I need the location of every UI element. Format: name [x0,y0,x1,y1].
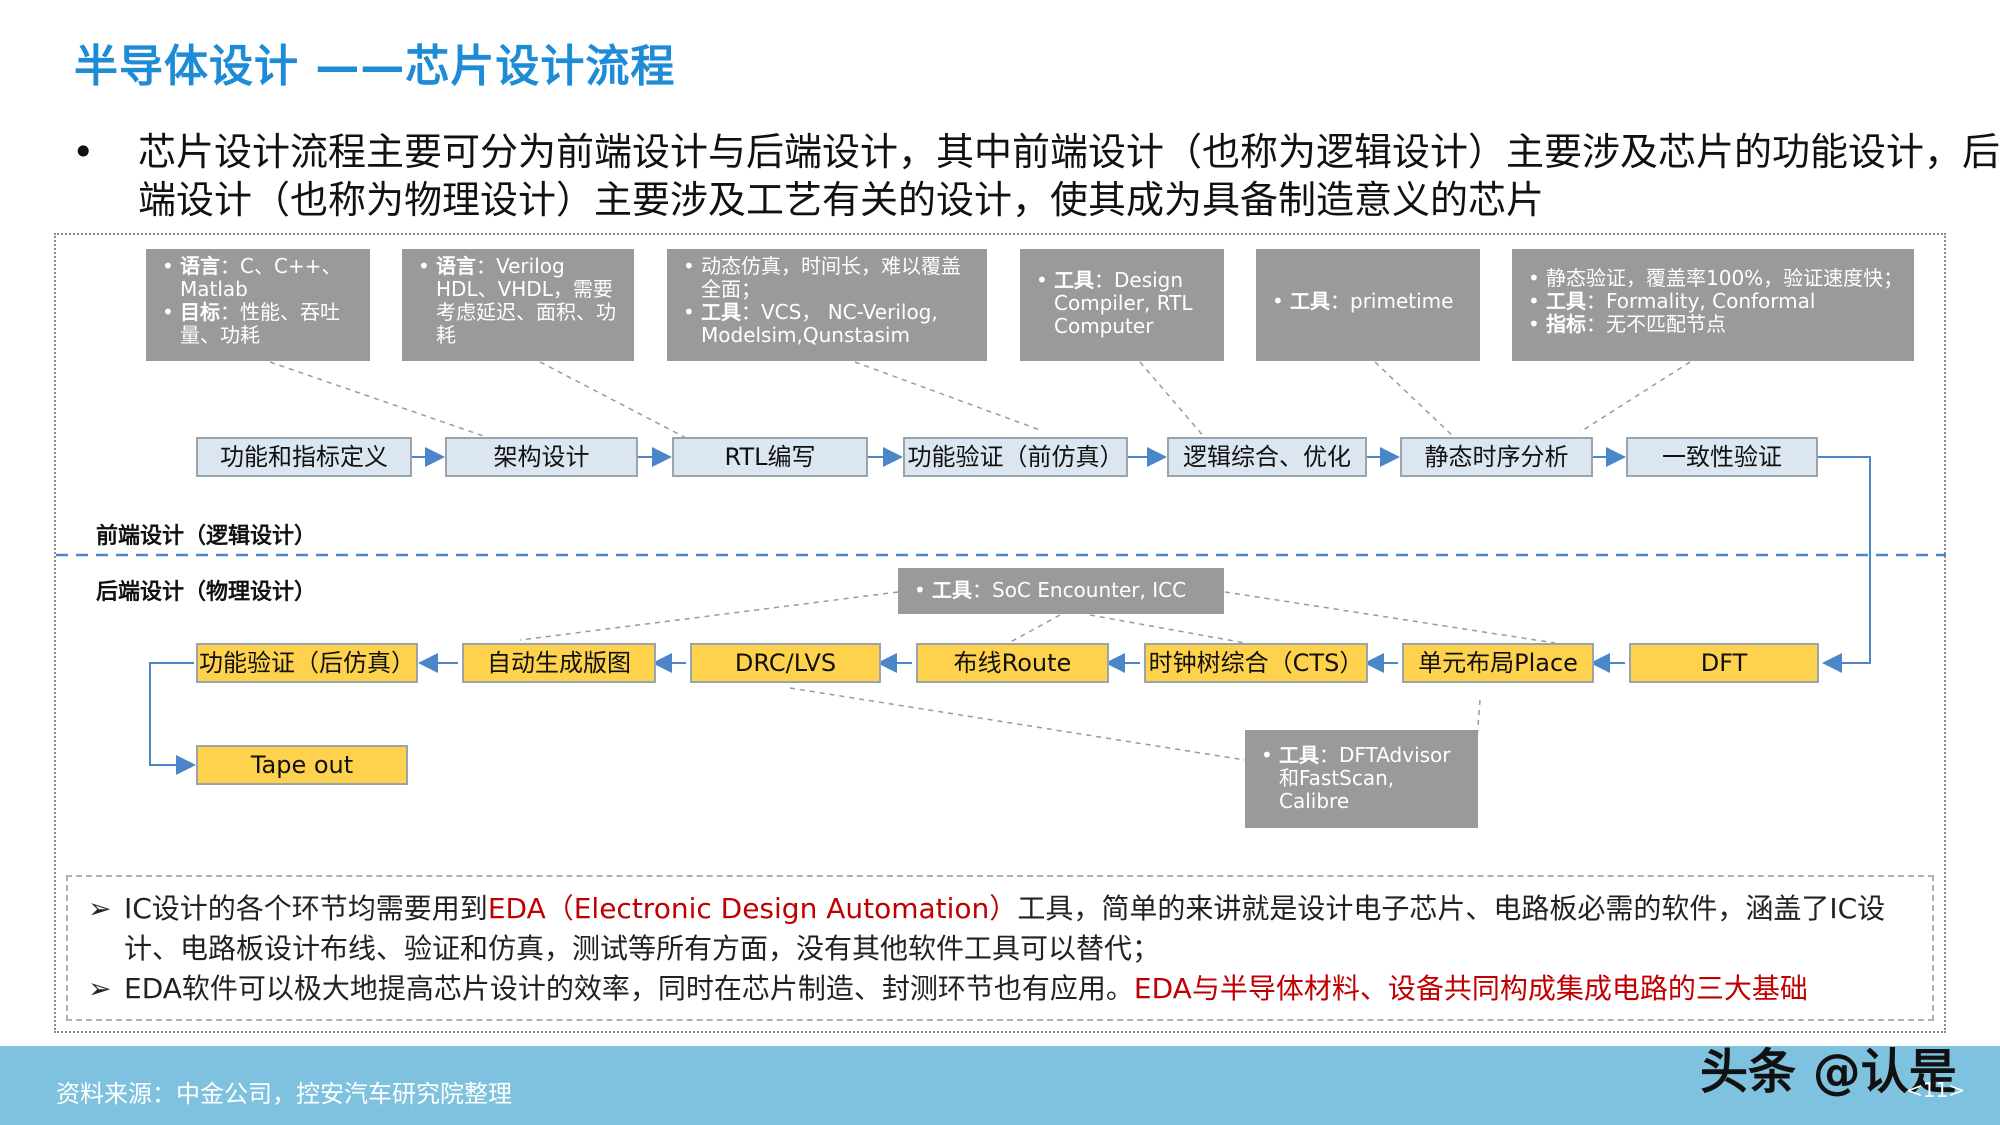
eda-foundation-highlight: EDA与半导体材料、设备共同构成集成电路的三大基础 [1133,972,1808,1005]
page-title: 半导体设计 ——芯片设计流程 [74,41,676,92]
back-step-place: 单元布局Place [1402,643,1594,683]
note-box-architecture: 语言：Verilog HDL、VHDL，需要考虑延迟、面积、功耗 [402,249,634,361]
frontend-stage-label: 前端设计（逻辑设计） [96,524,317,549]
front-step-architecture: 架构设计 [445,437,638,477]
back-arrows [149,653,1625,775]
front-step-sta: 静态时序分析 [1400,437,1593,477]
note-box-equivalence: 静态验证，覆盖率100%，验证速度快； 工具：Formality, Confor… [1512,249,1914,361]
watermark: 头条 @认是 [1700,1044,1957,1100]
note-box-definition: 语言：C、C++、Matlab 目标：性能、吞吐量、功耗 [146,249,370,361]
back-step-cts: 时钟树综合（CTS） [1144,643,1368,683]
note-box-route-tools: 工具：SoC Encounter, ICC [898,568,1224,614]
back-step-tapeout: Tape out [196,745,408,785]
front-step-equivalence: 一致性验证 [1626,437,1818,477]
note-box-sta: 工具：primetime [1256,249,1480,361]
diagram-frame [54,233,1946,1033]
back-step-layout: 自动生成版图 [462,643,656,683]
eda-note-line-1: ➢ IC设计的各个环节均需要用到EDA（Electronic Design Au… [88,892,1886,965]
note-box-rtl: 动态仿真，时间长，难以覆盖全面； 工具：VCS， NC-Verilog, Mod… [667,249,987,361]
front-arrows [412,447,1871,673]
front-step-synthesis: 逻辑综合、优化 [1167,437,1367,477]
note-box-dft-tools: 工具：DFTAdvisor和FastScan, Calibre [1245,730,1478,828]
source-note: 资料来源：中金公司，控安汽车研究院整理 [56,1080,512,1108]
callout-lines-top [269,361,1691,441]
footer-bar [0,1046,2000,1125]
front-step-rtl: RTL编写 [672,437,868,477]
bullet-mark: • [72,130,95,174]
back-step-drc-lvs: DRC/LVS [690,643,881,683]
eda-highlight: EDA（Electronic Design Automation） [487,892,1018,925]
back-step-dft: DFT [1629,643,1819,683]
front-step-spec: 功能和指标定义 [196,437,412,477]
page-number: <11> [1906,1078,1965,1102]
back-step-route: 布线Route [916,643,1109,683]
front-step-presim: 功能验证（前仿真） [903,437,1128,477]
eda-note: ➢ IC设计的各个环节均需要用到EDA（Electronic Design Au… [66,875,1934,1021]
note-box-synthesis: 工具：Design Compiler, RTL Computer [1020,249,1224,361]
intro-text: 芯片设计流程主要可分为前端设计与后端设计，其中前端设计（也称为逻辑设计）主要涉及… [138,130,2000,222]
backend-stage-label: 后端设计（物理设计） [96,580,317,605]
eda-note-line-2: ➢ EDA软件可以极大地提高芯片设计的效率，同时在芯片制造、封测环节也有应用。E… [88,972,1808,1005]
back-step-postsim: 功能验证（后仿真） [196,643,418,683]
